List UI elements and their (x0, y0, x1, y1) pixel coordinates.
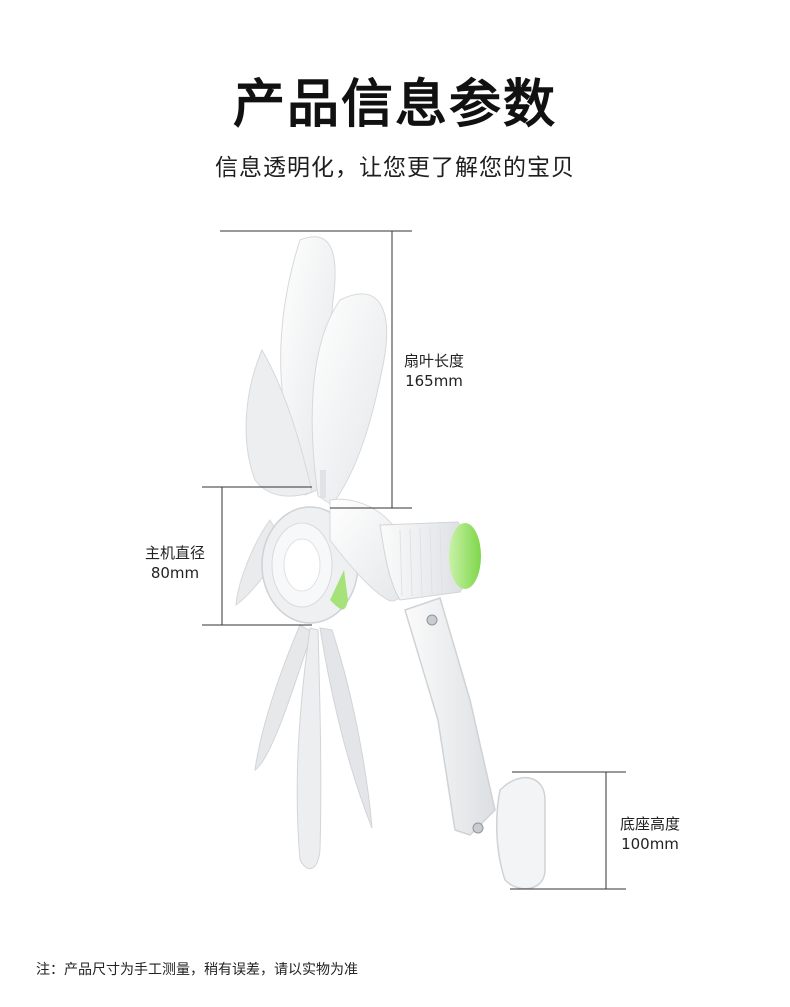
page-title: 产品信息参数 (232, 75, 557, 135)
fan-blades-hanging (254, 624, 373, 870)
motor-diameter-name: 主机直径 (144, 544, 205, 562)
dimension-lines (202, 230, 626, 890)
fan-blades-top (245, 236, 388, 506)
rear-body (379, 521, 481, 601)
blade-length-value: 165mm (405, 372, 463, 390)
mount-arm (404, 597, 496, 836)
blade-length-name: 扇叶长度 (403, 352, 464, 370)
page-subtitle: 信息透明化，让您更了解您的宝贝 (215, 155, 575, 181)
footer-note: 注：产品尺寸为手工测量，稍有误差，请以实物为准 (36, 962, 358, 978)
base-height-name: 底座高度 (619, 815, 680, 833)
wall-base (495, 776, 546, 890)
motor-diameter-label: 主机直径 80mm (138, 543, 212, 583)
green-cap (449, 523, 481, 589)
motor-diameter-value: 80mm (150, 564, 200, 582)
base-height-value: 100mm (621, 835, 679, 853)
hinge-screw-top (426, 614, 438, 626)
blade-length-label: 扇叶长度 165mm (398, 351, 470, 391)
hinge-screw-bottom (472, 822, 484, 834)
base-height-label: 底座高度 100mm (612, 814, 688, 854)
